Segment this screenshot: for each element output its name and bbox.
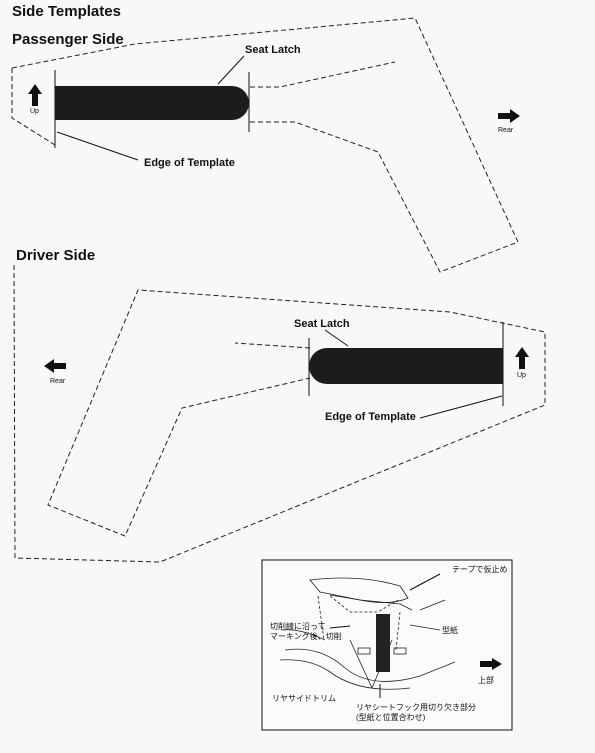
driver-rear-arrow-icon [44, 359, 66, 373]
passenger-heading: Passenger Side [12, 31, 124, 48]
passenger-up-label: Up [30, 108, 39, 115]
inset-top-label: 上部 [478, 676, 494, 685]
inset-diagram [279, 577, 456, 690]
page-title: Side Templates [12, 3, 121, 20]
inset-tape-label: テープで仮止め [452, 565, 508, 574]
passenger-edge-label: Edge of Template [144, 157, 235, 169]
inset-top-arrow-icon [480, 658, 502, 670]
driver-seat-latch-label: Seat Latch [294, 318, 350, 330]
driver-heading: Driver Side [16, 247, 96, 264]
inset-cut-line-label: 切削線に沿って [270, 622, 326, 631]
inset-marking-label: マーキング後、切削 [270, 632, 342, 641]
driver-up-label: Up [517, 372, 526, 379]
inset-template-label: 型紙 [442, 626, 458, 635]
inset-side-trim-label: リヤサイドトリム [272, 694, 336, 703]
inset-hook-slot [376, 614, 390, 672]
passenger-up-arrow-icon [28, 84, 42, 106]
passenger-template-outline [11, 17, 519, 273]
passenger-seat-latch [55, 86, 249, 120]
passenger-rear-label: Rear [498, 127, 514, 134]
driver-template-outline [13, 264, 546, 563]
driver-edge-label: Edge of Template [325, 411, 416, 423]
driver-rear-label: Rear [50, 378, 66, 385]
inset-align-label: (型紙と位置合わせ) [356, 713, 426, 722]
passenger-rear-arrow-icon [498, 109, 520, 123]
driver-up-arrow-icon [515, 347, 529, 369]
passenger-seat-latch-label: Seat Latch [245, 44, 301, 56]
inset-hook-cutout-label: リヤシートフック用切り欠き部分 [356, 703, 476, 712]
driver-seat-latch [309, 348, 503, 384]
